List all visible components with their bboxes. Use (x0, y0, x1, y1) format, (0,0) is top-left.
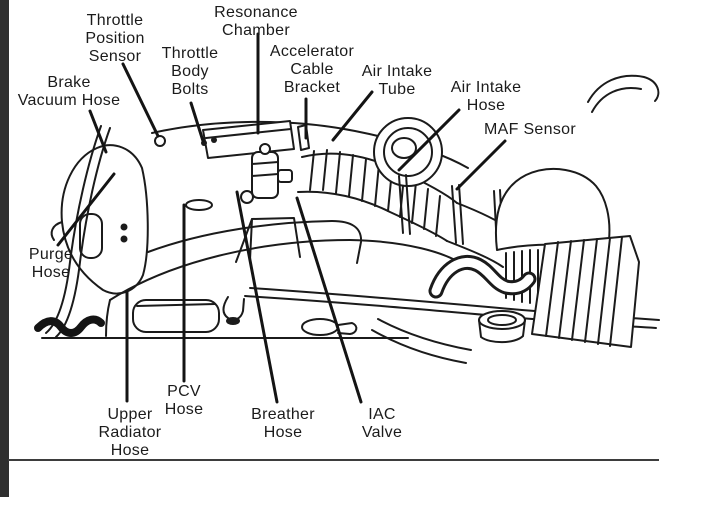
throttle-body-assembly (151, 120, 469, 204)
intake-elbow-hose (587, 74, 660, 113)
leader-brake-vacuum-hose (88, 109, 108, 154)
leader-air-intake-tube (331, 90, 374, 142)
maf-sensor-art (373, 117, 504, 249)
label-throttle-position-sensor: Throttle Position Sensor (85, 12, 145, 65)
ribbed-cover-box (531, 235, 640, 348)
left-edge-bar (0, 0, 9, 497)
brake-vacuum-hose-art (45, 125, 111, 338)
label-breather-hose: Breather Hose (251, 406, 315, 441)
label-air-intake-tube: Air Intake Tube (361, 63, 433, 98)
label-resonance-chamber: Resonance Chamber (214, 4, 298, 39)
label-brake-vacuum-hose: Brake Vacuum Hose (17, 74, 121, 109)
label-accelerator-cable-bracket: Accelerator Cable Bracket (269, 43, 355, 96)
leader-throttle-body-bolts (189, 101, 205, 143)
leader-throttle-position-sensor (121, 62, 160, 138)
leader-purge-hose (56, 172, 116, 247)
label-purge-hose: Purge Hose (28, 246, 74, 281)
label-maf-sensor: MAF Sensor (484, 121, 576, 138)
label-pcv-hose: PCV Hose (164, 383, 204, 418)
leader-breather-hose (235, 190, 279, 404)
label-upper-radiator-hose: Upper Radiator Hose (98, 406, 162, 459)
leader-air-intake-hose (397, 108, 461, 172)
label-air-intake-hose: Air Intake Hose (450, 79, 522, 114)
label-throttle-body-bolts: Throttle Body Bolts (161, 45, 219, 98)
breather-hose-art (428, 254, 537, 299)
leader-iac-valve (295, 196, 363, 404)
oil-filler-cap (478, 310, 526, 344)
leader-maf-sensor (455, 139, 507, 191)
upper-radiator-hose-art (34, 315, 105, 337)
leader-lines (56, 32, 507, 404)
plenum-valve-cover (41, 199, 660, 364)
label-iac-valve: IAC Valve (361, 406, 403, 441)
bottom-divider-rule (8, 459, 659, 461)
